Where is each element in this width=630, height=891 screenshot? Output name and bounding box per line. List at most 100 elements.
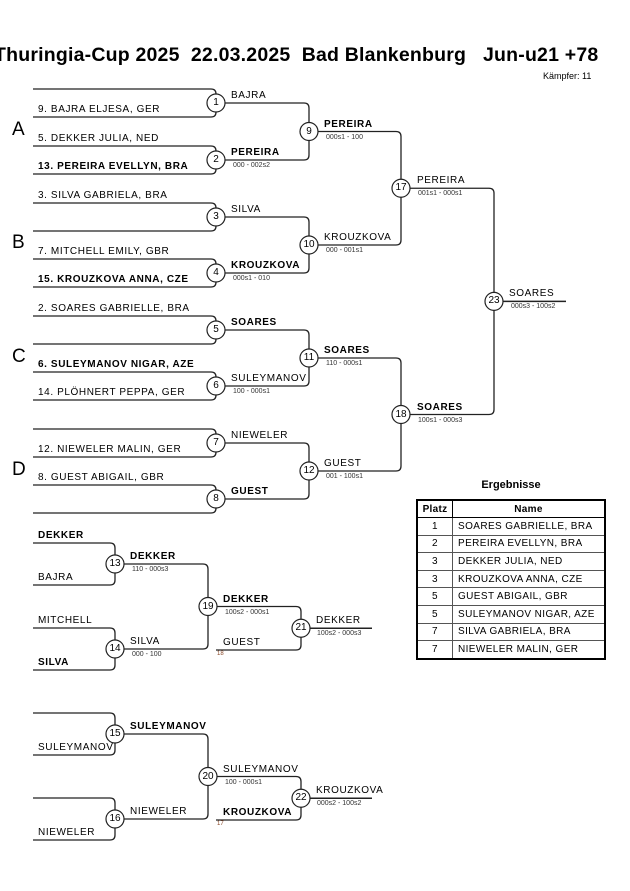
result-place: 1 <box>416 517 453 536</box>
entrant-name: 6. SULEYMANOV NIGAR, AZE <box>38 359 195 370</box>
fighter-count: Kämpfer: 11 <box>543 71 592 81</box>
result-name: SULEYMANOV NIGAR, AZE <box>452 604 606 624</box>
match-circle <box>391 404 411 425</box>
match-score: 000s1 - 010 <box>233 275 270 282</box>
match-circle <box>299 348 319 368</box>
bracket-line <box>401 187 495 416</box>
bracket-line <box>309 357 402 472</box>
match-score: 100s1 - 000s3 <box>418 416 463 424</box>
result-name: KROUZKOVA ANNA, CZE <box>452 569 606 589</box>
match-circle <box>105 639 125 659</box>
match-number: 17 <box>395 182 407 194</box>
header-place: Platz <box>416 499 453 518</box>
match-circle <box>206 433 226 453</box>
result-place: 3 <box>416 569 453 589</box>
match-winner: SOARES <box>417 401 463 413</box>
result-place: 3 <box>416 552 453 571</box>
match-circle <box>291 618 311 638</box>
match-circle <box>206 150 226 170</box>
entrant-name: 14. PLÖHNERT PEPPA, GER <box>38 387 186 398</box>
match-score: 000 - 100 <box>132 651 162 658</box>
match-score: 110 - 000s3 <box>132 566 169 573</box>
match-number: 23 <box>488 295 500 307</box>
header-name: Name <box>452 499 606 518</box>
entrant-name: 3. SILVA GABRIELA, BRA <box>38 190 168 201</box>
result-place: 2 <box>416 534 453 554</box>
match-number: 16 <box>109 813 121 824</box>
match-circle <box>198 766 218 787</box>
match-number: 5 <box>213 324 219 335</box>
match-circle <box>105 724 125 744</box>
match-circle <box>206 263 226 283</box>
repechage-entrant: MITCHELL <box>38 615 93 626</box>
result-place: 7 <box>416 640 453 660</box>
match-number: 9 <box>306 125 312 137</box>
match-winner: NIEWELER <box>130 806 188 817</box>
match-winner: SULEYMANOV <box>130 721 207 732</box>
match-score: 000s3 - 100s2 <box>511 303 556 311</box>
pool-label-d: D <box>12 459 26 480</box>
result-name: GUEST ABIGAIL, GBR <box>452 587 606 606</box>
pool-label-b: B <box>12 232 25 253</box>
result-place: 5 <box>416 604 453 624</box>
result-name: NIEWELER MALIN, GER <box>452 640 606 660</box>
match-number: 4 <box>213 267 219 278</box>
match-circle <box>291 788 311 808</box>
match-number: 2 <box>213 154 219 165</box>
results-header-row: Platz Name <box>416 499 606 518</box>
repechage-entrant: SULEYMANOV <box>38 742 114 753</box>
source-match-tag: 18 <box>217 651 224 657</box>
match-score: 000 - 002s2 <box>233 162 270 169</box>
match-circle <box>105 554 125 574</box>
match-score: 001 - 100s1 <box>326 473 363 480</box>
match-number: 19 <box>202 600 214 612</box>
match-winner: GUEST <box>231 486 269 497</box>
match-circle <box>299 235 319 255</box>
match-circle <box>206 93 226 113</box>
match-number: 22 <box>295 792 307 804</box>
bronze-winner: KROUZKOVA <box>316 785 384 797</box>
result-name: PEREIRA EVELLYN, BRA <box>452 534 606 554</box>
repechage-entrant: SILVA <box>38 657 69 668</box>
repechage-entrant: KROUZKOVA <box>223 807 293 818</box>
match-circle <box>299 461 319 481</box>
result-place: 5 <box>416 587 453 606</box>
match-winner: PEREIRA <box>231 147 280 158</box>
pool-label-c: C <box>12 346 26 367</box>
match-winner: KROUZKOVA <box>231 260 301 271</box>
bronze-winner: DEKKER <box>316 615 361 627</box>
match-number: 18 <box>395 408 407 420</box>
entrant-name: 7. MITCHELL EMILY, GBR <box>38 246 170 257</box>
bracket-line <box>33 484 217 514</box>
bracket-line <box>33 315 217 345</box>
match-circle <box>206 207 226 227</box>
match-winner: NIEWELER <box>231 430 289 441</box>
source-match-tag: 17 <box>217 821 224 827</box>
result-name: DEKKER JULIA, NED <box>452 552 606 571</box>
repechage-entrant: BAJRA <box>38 572 74 583</box>
entrant-name: 15. KROUZKOVA ANNA, CZE <box>38 274 189 285</box>
result-name: SILVA GABRIELA, BRA <box>452 622 606 642</box>
entrant-name: 12. NIEWELER MALIN, GER <box>38 444 182 455</box>
match-number: 11 <box>303 352 315 363</box>
match-winner: SULEYMANOV <box>223 763 299 775</box>
repechage-entrant: DEKKER <box>38 530 84 541</box>
page-title: Thuringia-Cup 2025 22.03.2025 Bad Blanke… <box>0 44 599 66</box>
results-title: Ergebnisse <box>481 479 541 491</box>
repechage-entrant: GUEST <box>223 637 261 648</box>
match-number: 13 <box>109 558 121 569</box>
match-score: 100s2 - 000s1 <box>225 608 270 616</box>
match-score: 000s2 - 100s2 <box>317 800 362 808</box>
match-score: 000s1 - 100 <box>326 133 363 141</box>
match-circle <box>206 376 226 396</box>
bracket-line <box>309 130 402 246</box>
match-number: 15 <box>109 728 121 739</box>
